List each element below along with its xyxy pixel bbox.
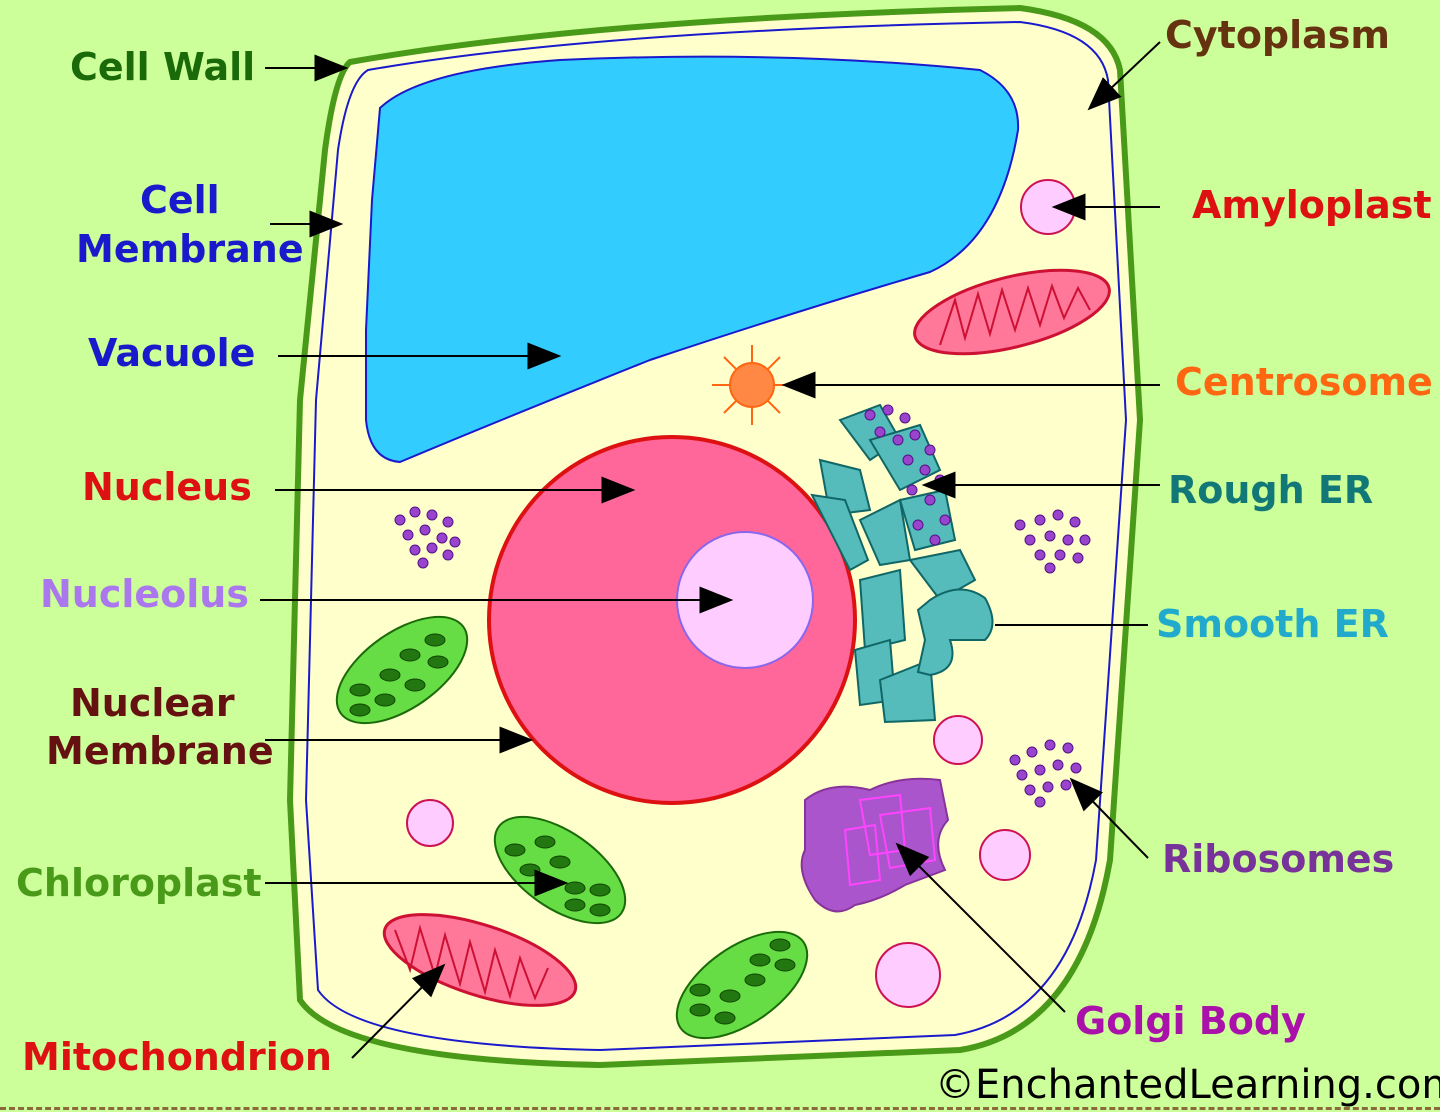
label-mitochondrion: Mitochondrion [22,1035,332,1079]
label-smooth-er: Smooth ER [1156,602,1389,646]
bottom-divider [0,1107,1440,1110]
label-centrosome: Centrosome [1175,360,1433,404]
label-nucleolus: Nucleolus [40,572,249,616]
label-golgi-body: Golgi Body [1075,999,1306,1043]
credit-text: ©EnchantedLearning.com [935,1062,1440,1108]
label-ribosomes: Ribosomes [1162,837,1394,881]
label-chloroplast: Chloroplast [16,861,262,905]
label-cell-membrane-line1: Cell [140,178,220,222]
label-cell-membrane-line2: Membrane [76,227,304,271]
label-vacuole: Vacuole [88,331,255,375]
label-amyloplast: Amyloplast [1192,183,1432,227]
label-nucleus: Nucleus [82,465,252,509]
label-nuclear-membrane-line2: Membrane [46,729,274,773]
label-cytoplasm: Cytoplasm [1165,13,1390,57]
centrosome [712,345,792,425]
label-nuclear-membrane-line1: Nuclear [70,681,235,725]
label-rough-er: Rough ER [1168,468,1373,512]
label-cell-wall: Cell Wall [70,45,255,89]
